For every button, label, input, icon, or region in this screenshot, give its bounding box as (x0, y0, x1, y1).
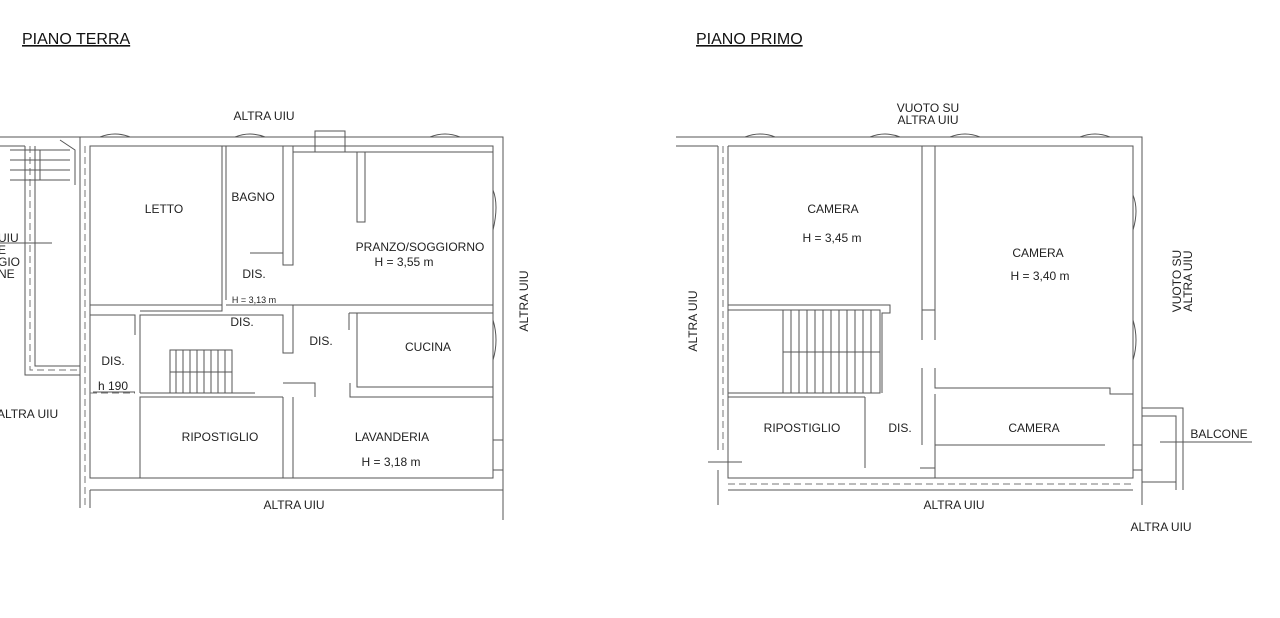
room-label-dis-3: DIS. (309, 334, 332, 348)
label-left-bottom: ALTRA UIU (0, 407, 58, 421)
first-floor-staircase (782, 309, 881, 394)
label-left-cut-4: NE (0, 267, 15, 281)
height-h190: h 190 (98, 379, 128, 393)
label-right-1: VUOTO SU (1170, 250, 1184, 312)
room-label-lavanderia: LAVANDERIA (355, 430, 429, 444)
label-top-1: VUOTO SU (897, 101, 959, 115)
label-bottom: ALTRA UIU (923, 498, 984, 512)
room-label-camera-1: CAMERA (807, 202, 858, 216)
room-label-dis: DIS. (888, 421, 911, 435)
room-label-ripostiglio: RIPOSTIGLIO (764, 421, 841, 435)
label-bottom-right: ALTRA UIU (1130, 520, 1191, 534)
room-label-dis-2: DIS. (230, 315, 253, 329)
balcony (1142, 407, 1184, 490)
room-label-pranzo-soggiorno: PRANZO/SOGGIORNO (356, 240, 485, 254)
room-letto (89, 145, 223, 306)
label-top-2: ALTRA UIU (897, 113, 958, 127)
ground-floor-plan: ALTRA UIU ALTRA UIU ALTRA UIU ALTRA UIU … (0, 109, 531, 520)
first-floor-title: PIANO PRIMO (696, 31, 803, 48)
label-left-cut-2: E (0, 243, 6, 257)
room-label-dis-4: DIS. (101, 354, 124, 368)
label-left-cut-3: GIO (0, 255, 20, 269)
height-camera-1: H = 3,45 m (802, 231, 861, 245)
room-label-dis: DIS. (242, 267, 265, 281)
room-label-camera-2: CAMERA (1012, 246, 1063, 260)
label-left-cut-1: UIU (0, 231, 19, 245)
height-lavanderia: H = 3,18 m (361, 455, 420, 469)
room-label-bagno: BAGNO (231, 190, 274, 204)
label-left: ALTRA UIU (686, 290, 700, 351)
room-label-ripostiglio: RIPOSTIGLIO (182, 430, 259, 444)
left-staircase (10, 139, 76, 185)
room-label-camera-3: CAMERA (1008, 421, 1059, 435)
label-right-2: ALTRA UIU (1181, 250, 1195, 311)
label-right: ALTRA UIU (517, 270, 531, 331)
height-pranzo: H = 3,55 m (374, 255, 433, 269)
ground-staircase (169, 349, 233, 394)
room-label-letto: LETTO (145, 202, 183, 216)
label-balcone: BALCONE (1190, 427, 1247, 441)
ground-floor-title: PIANO TERRA (22, 31, 131, 48)
label-bottom: ALTRA UIU (263, 498, 324, 512)
room-label-cucina: CUCINA (405, 340, 451, 354)
label-top: ALTRA UIU (233, 109, 294, 123)
first-floor-plan: VUOTO SU ALTRA UIU VUOTO SU ALTRA UIU AL… (676, 101, 1252, 534)
height-dis: H = 3,13 m (232, 295, 276, 305)
height-camera-2: H = 3,40 m (1010, 269, 1069, 283)
